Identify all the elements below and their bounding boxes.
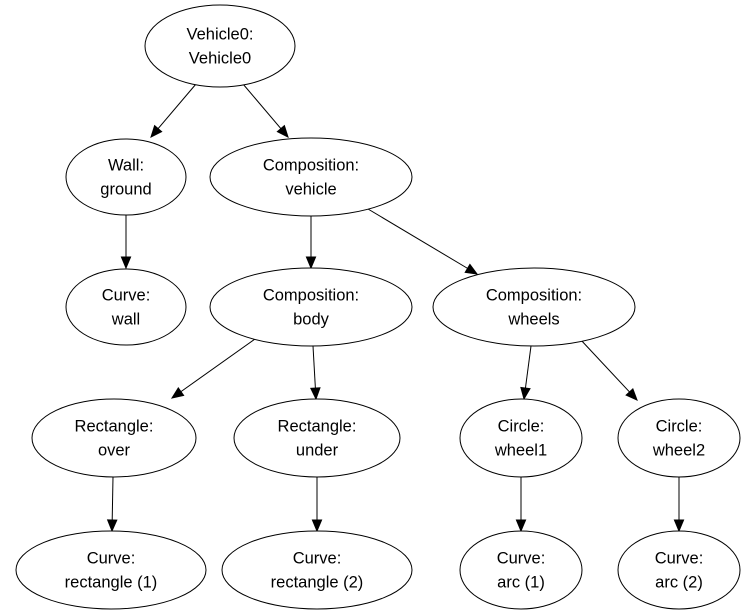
node-label-type: Composition: bbox=[263, 156, 359, 174]
node-label-name: vehicle bbox=[285, 180, 336, 198]
node-ellipse[interactable] bbox=[459, 398, 583, 478]
node-wheels[interactable]: Composition: wheels bbox=[432, 267, 636, 347]
arrow-head-icon bbox=[464, 263, 479, 275]
node-label-type: Curve: bbox=[497, 549, 546, 567]
edge-vehicle-to-wheels bbox=[367, 208, 479, 275]
node-label-type: Curve: bbox=[655, 549, 704, 567]
node-curvewall[interactable]: Curve: wall bbox=[65, 268, 187, 346]
node-label-name: arc (2) bbox=[655, 573, 703, 591]
arrow-head-icon bbox=[170, 386, 185, 399]
node-ellipse[interactable] bbox=[617, 530, 741, 610]
node-rect1[interactable]: Curve: rectangle (1) bbox=[15, 530, 207, 610]
edge-wall-to-curvewall bbox=[120, 215, 132, 270]
node-ellipse[interactable] bbox=[65, 138, 187, 216]
node-ellipse[interactable] bbox=[617, 398, 741, 478]
node-label-name: Vehicle0 bbox=[189, 49, 251, 67]
node-label-name: rectangle (1) bbox=[65, 573, 158, 591]
nodes-layer: Vehicle0:Vehicle0Wall:groundComposition:… bbox=[15, 4, 741, 610]
node-over[interactable]: Rectangle: over bbox=[31, 398, 197, 478]
node-label-name: wall bbox=[111, 310, 140, 328]
edge-wheel2-to-arc2 bbox=[673, 477, 685, 533]
arrow-head-icon bbox=[520, 386, 531, 401]
node-label-name: wheels bbox=[507, 310, 559, 328]
node-wheel1[interactable]: Circle: wheel1 bbox=[459, 398, 583, 478]
node-label-type: Rectangle: bbox=[75, 417, 154, 435]
edge-line bbox=[242, 83, 282, 129]
node-label-type: Circle: bbox=[498, 417, 545, 435]
node-under[interactable]: Rectangle: under bbox=[233, 398, 401, 478]
edge-line bbox=[111, 476, 114, 521]
node-arc2[interactable]: Curve: arc (2) bbox=[617, 530, 741, 610]
node-label-name: over bbox=[98, 441, 131, 459]
node-label-type: Curve: bbox=[87, 549, 136, 567]
node-ellipse[interactable] bbox=[65, 268, 187, 346]
arrow-head-icon bbox=[305, 256, 317, 270]
node-label-name: under bbox=[296, 441, 339, 459]
arrow-head-icon bbox=[276, 124, 289, 138]
arrow-head-icon bbox=[673, 519, 685, 533]
edge-line bbox=[367, 208, 468, 269]
edge-vehicle0-to-vehicle bbox=[242, 83, 289, 138]
node-label-name: wheel1 bbox=[494, 441, 547, 459]
node-ellipse[interactable] bbox=[432, 267, 636, 347]
node-label-type: Rectangle: bbox=[278, 417, 357, 435]
edge-under-to-rect2 bbox=[311, 477, 323, 533]
node-label-type: Vehicle0: bbox=[187, 25, 254, 43]
edge-line bbox=[579, 338, 630, 393]
edge-line bbox=[312, 345, 316, 389]
node-label-name: arc (1) bbox=[497, 573, 545, 591]
node-label-type: Composition: bbox=[486, 286, 582, 304]
node-ellipse[interactable] bbox=[221, 530, 413, 610]
node-rect2[interactable]: Curve: rectangle (2) bbox=[221, 530, 413, 610]
node-ellipse[interactable] bbox=[233, 398, 401, 478]
node-label-type: Wall: bbox=[108, 156, 144, 174]
node-ellipse[interactable] bbox=[144, 4, 296, 88]
node-label-name: rectangle (2) bbox=[271, 573, 364, 591]
edge-wheels-to-wheel2 bbox=[579, 338, 638, 401]
node-vehicle[interactable]: Composition: vehicle bbox=[209, 137, 413, 217]
node-body[interactable]: Composition: body bbox=[209, 267, 413, 347]
edge-body-to-over bbox=[170, 338, 256, 399]
node-wheel2[interactable]: Circle: wheel2 bbox=[617, 398, 741, 478]
arrow-head-icon bbox=[310, 387, 321, 401]
node-label-name: wheel2 bbox=[652, 441, 705, 459]
edge-vehicle-to-body bbox=[305, 216, 317, 270]
node-ellipse[interactable] bbox=[459, 530, 583, 610]
edge-body-to-under bbox=[310, 345, 321, 401]
arrow-head-icon bbox=[120, 256, 132, 270]
arrow-head-icon bbox=[106, 519, 118, 533]
edge-wheels-to-wheel1 bbox=[520, 345, 532, 401]
edge-line bbox=[180, 338, 256, 393]
node-label-name: body bbox=[293, 310, 330, 328]
node-ellipse[interactable] bbox=[209, 267, 413, 347]
edge-line bbox=[524, 345, 532, 389]
node-arc1[interactable]: Curve: arc (1) bbox=[459, 530, 583, 610]
node-label-type: Curve: bbox=[102, 286, 151, 304]
node-label-type: Composition: bbox=[263, 286, 359, 304]
edge-over-to-rect1 bbox=[106, 476, 118, 533]
node-label-type: Circle: bbox=[656, 417, 703, 435]
arrow-head-icon bbox=[625, 387, 638, 401]
node-vehicle0[interactable]: Vehicle0: Vehicle0 bbox=[144, 4, 296, 88]
edges-layer bbox=[106, 83, 685, 533]
arrow-head-icon bbox=[515, 519, 527, 533]
edge-line bbox=[157, 83, 197, 129]
node-ellipse[interactable] bbox=[31, 398, 197, 478]
node-wall[interactable]: Wall: ground bbox=[65, 138, 187, 216]
node-label-name: ground bbox=[100, 180, 151, 198]
node-ellipse[interactable] bbox=[209, 137, 413, 217]
edge-wheel1-to-arc1 bbox=[515, 477, 527, 533]
arrow-head-icon bbox=[150, 124, 163, 138]
edge-vehicle0-to-wall bbox=[150, 83, 197, 138]
arrow-head-icon bbox=[311, 519, 323, 533]
node-ellipse[interactable] bbox=[15, 530, 207, 610]
node-label-type: Curve: bbox=[293, 549, 342, 567]
